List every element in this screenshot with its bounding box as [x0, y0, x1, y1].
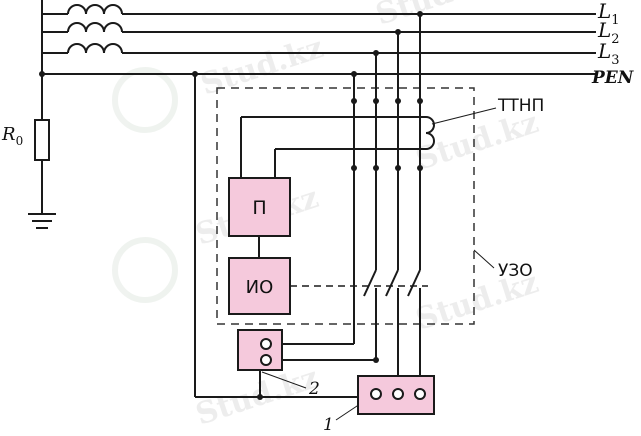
circuit-wiring	[194, 14, 497, 421]
label-l2: L2	[597, 18, 620, 47]
label-uzo: УЗО	[498, 261, 533, 281]
executive-block	[228, 257, 291, 315]
callout-1-leader	[335, 403, 361, 421]
label-r0-main: R	[1, 124, 16, 145]
socket-contact	[260, 338, 272, 350]
junction-dot	[351, 98, 357, 104]
uzo-enclosure	[216, 87, 475, 325]
switch-contact	[407, 269, 421, 297]
junction-dot	[395, 29, 401, 35]
uzo-leader	[473, 249, 495, 269]
label-l3-main: L	[597, 39, 611, 63]
label-l2-sub: 2	[611, 32, 619, 47]
socket-contact	[260, 354, 272, 366]
label-l3-sub: 3	[611, 53, 619, 68]
watermark-layer: Stud.kz Stud.kz Stud.kz Stud.kz Stud.kz …	[112, 0, 543, 433]
load-contact	[414, 388, 426, 400]
callout-2: 2	[308, 379, 320, 399]
junction-dot	[417, 11, 423, 17]
junction-dot	[351, 165, 357, 171]
callout-1: 1	[323, 415, 334, 435]
ttnp-coil	[425, 116, 435, 150]
junction-dot	[395, 98, 401, 104]
label-l1: L1	[597, 0, 620, 28]
label-ttnp: ТТНП	[497, 96, 544, 116]
label-r0: R0	[1, 124, 23, 148]
supply-lines	[41, 0, 596, 120]
junction-dot	[417, 165, 423, 171]
junction-dot	[373, 357, 379, 363]
junction-dot	[373, 50, 379, 56]
label-r0-sub: 0	[16, 134, 24, 148]
label-l3: L3	[597, 39, 620, 68]
executive-label: ИО	[246, 277, 274, 298]
junction-dot	[351, 71, 357, 77]
l1-coil	[67, 4, 123, 15]
ttnp-leader	[431, 107, 497, 125]
converter-label: П	[252, 197, 266, 219]
switch-contact	[385, 269, 399, 297]
watermark-text: Stud.kz	[372, 0, 503, 33]
junction-dot	[192, 71, 198, 77]
watermark-text: Stud.kz	[412, 105, 543, 177]
label-l1-main: L	[597, 0, 611, 23]
load-contact	[392, 388, 404, 400]
callout-2-leader	[261, 371, 307, 389]
label-l2-main: L	[597, 18, 611, 42]
watermark-logo	[112, 67, 178, 133]
grounding-resistor	[28, 119, 56, 229]
junction-dot	[39, 71, 45, 77]
l3-coil	[67, 43, 123, 54]
junction-dot	[373, 98, 379, 104]
junction-dot	[257, 394, 263, 400]
converter-block	[228, 177, 291, 237]
label-l1-sub: 1	[611, 13, 619, 28]
watermark-logo	[112, 237, 178, 303]
junction-dot	[417, 98, 423, 104]
junction-dots	[39, 11, 423, 400]
load-contact	[370, 388, 382, 400]
resistor-r0	[34, 119, 50, 161]
junction-dot	[395, 165, 401, 171]
label-pen: PEN	[591, 68, 635, 88]
junction-dot	[373, 165, 379, 171]
socket-block-2	[237, 329, 283, 371]
switch-contact	[363, 269, 377, 297]
l2-coil	[67, 22, 123, 33]
